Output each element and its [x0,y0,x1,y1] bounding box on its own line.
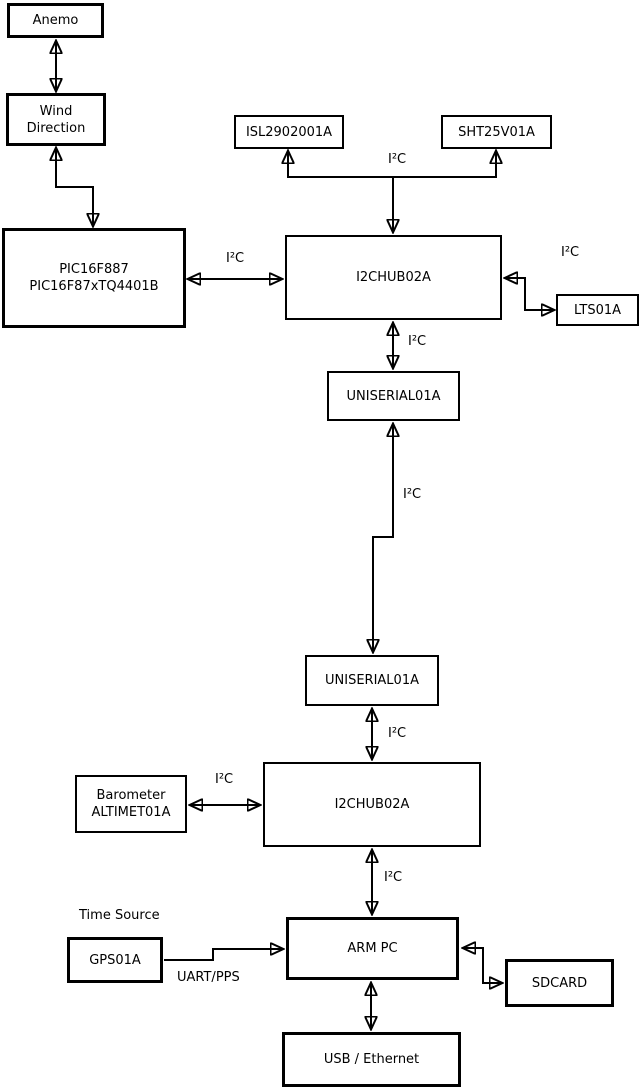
connector-wind-pic [56,148,93,226]
node-gps: GPS01A [67,937,163,983]
node-anemo-label: Anemo [32,13,79,28]
connector-hub-top-lts [505,278,554,310]
node-sht-label: SHT25V01A [458,124,535,140]
i2c-label-hub-lts: I²C [561,245,580,260]
node-wind-direction-line1: Wind [39,103,73,119]
node-sdcard-label: SDCARD [531,975,588,991]
connector-gps-armpc [164,949,283,961]
node-uniserial-top-label: UNISERIAL01A [346,388,441,404]
i2c-label-branch: I²C [388,152,407,167]
i2c-label-hub-armpc: I²C [384,870,403,885]
i2c-label-uniserial-link: I²C [403,487,422,502]
node-isl: ISL2902001A [234,115,344,149]
node-pic-line1: PIC16F887 [59,262,129,277]
node-wind-direction-line2: Direction [26,120,86,136]
i2c-label-barometer-hub: I²C [215,772,234,787]
node-lts-label: LTS01A [573,302,622,318]
node-barometer-line1: Barometer [96,788,166,803]
node-hub-top: I2CHUB02A [285,235,502,320]
node-arm-pc: ARM PC [286,917,459,980]
i2c-label-hub-uniserial: I²C [408,334,427,349]
connector-armpc-sdcard [463,948,502,983]
node-wind-direction: Wind Direction [6,93,106,146]
node-uniserial-bottom-label: UNISERIAL01A [325,673,419,688]
node-sdcard: SDCARD [505,959,614,1007]
i2c-label-pic-hub: I²C [226,251,245,266]
node-arm-pc-label: ARM PC [347,941,398,956]
node-uniserial-top: UNISERIAL01A [327,371,460,421]
node-uniserial-bottom: UNISERIAL01A [305,655,439,706]
node-hub-top-label: I2CHUB02A [356,270,431,285]
node-sht: SHT25V01A [441,115,552,149]
node-barometer: Barometer ALTIMET01A [75,775,187,833]
node-barometer-line2: ALTIMET01A [91,805,171,820]
node-isl-label: ISL2902001A [245,124,333,140]
node-gps-label: GPS01A [89,952,141,968]
node-usb-ethernet: USB / Ethernet [282,1032,461,1087]
i2c-label-uniserial-hub: I²C [388,726,407,741]
node-usb-ethernet-label: USB / Ethernet [323,1052,420,1067]
node-pic: PIC16F887 PIC16F87xTQ4401B [2,228,186,328]
node-hub-bottom: I2CHUB02A [263,762,481,847]
connector-uniserial-uniserial [373,424,393,652]
time-source-label: Time Source [79,908,160,923]
uart-pps-label: UART/PPS [177,970,240,985]
node-lts: LTS01A [556,294,639,326]
node-anemo: Anemo [7,3,104,38]
node-pic-line2: PIC16F87xTQ4401B [29,279,159,294]
node-hub-bottom-label: I2CHUB02A [334,797,410,812]
